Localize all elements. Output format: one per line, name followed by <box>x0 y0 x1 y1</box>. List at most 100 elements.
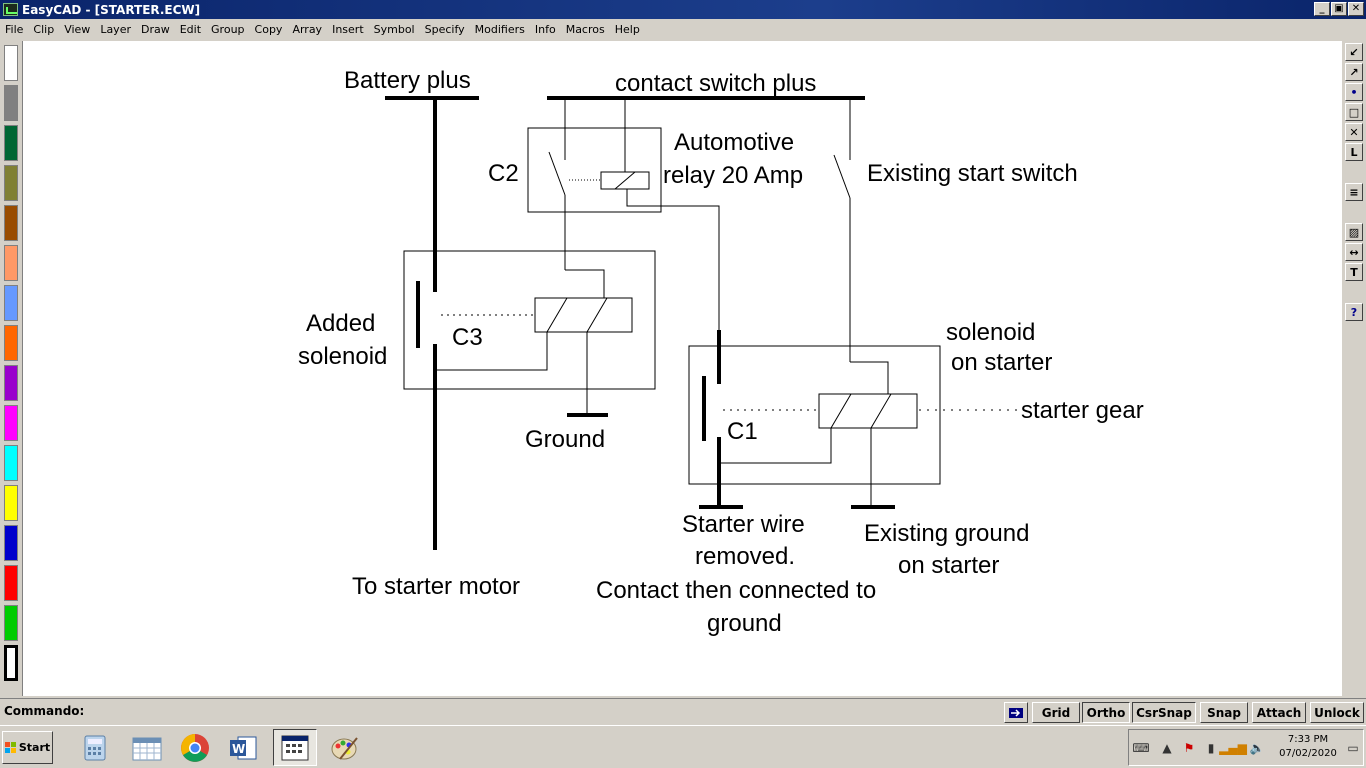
label-starter-gear[interactable]: starter gear <box>1021 397 1144 424</box>
label-to-starter-motor[interactable]: To starter motor <box>352 573 520 600</box>
label-on-starter[interactable]: on starter <box>951 349 1052 376</box>
label-c1[interactable]: C1 <box>727 418 758 445</box>
arrow-right-icon[interactable] <box>1004 702 1028 723</box>
restore-button[interactable]: ▣ <box>1331 2 1347 16</box>
label-automotive[interactable]: Automotive <box>674 129 794 156</box>
label-added[interactable]: Added <box>306 310 375 337</box>
label-solenoid[interactable]: solenoid <box>298 343 387 370</box>
attach-button[interactable]: Attach <box>1252 702 1306 723</box>
layer-icon[interactable]: L <box>1345 143 1363 161</box>
network-icon[interactable]: ▂▄▆ <box>1219 741 1247 755</box>
color-swatch-4[interactable] <box>4 205 18 241</box>
help-icon[interactable]: ? <box>1345 303 1363 321</box>
color-swatch-1[interactable] <box>4 85 18 121</box>
hatch-icon[interactable]: ▨ <box>1345 223 1363 241</box>
label-existing-ground[interactable]: Existing ground <box>864 520 1029 547</box>
color-swatch-2[interactable] <box>4 125 18 161</box>
point-icon[interactable]: • <box>1345 83 1363 101</box>
grid-button[interactable]: Grid <box>1032 702 1080 723</box>
menu-insert[interactable]: Insert <box>332 22 364 36</box>
calculator-icon[interactable] <box>73 729 117 766</box>
volume-icon[interactable]: 🔈 <box>1249 741 1265 755</box>
dimension-icon[interactable]: ↔ <box>1345 243 1363 261</box>
added-solenoid-coil[interactable] <box>534 297 633 333</box>
chrome-icon[interactable] <box>173 729 217 766</box>
relay-box[interactable] <box>527 127 662 213</box>
starter-solenoid-box[interactable] <box>688 345 941 485</box>
color-swatch-0[interactable] <box>4 45 18 81</box>
unlock-button[interactable]: Unlock <box>1310 702 1364 723</box>
menu-view[interactable]: View <box>64 22 91 36</box>
rectangle-icon[interactable]: □ <box>1345 103 1363 121</box>
easycad-icon[interactable] <box>273 729 317 766</box>
label-starter-wire[interactable]: Starter wire <box>682 511 805 538</box>
start-button[interactable]: Start <box>2 731 53 764</box>
color-swatch-11[interactable] <box>4 485 18 521</box>
menu-info[interactable]: Info <box>534 22 556 36</box>
starter-solenoid-coil[interactable] <box>818 393 918 429</box>
chevron-up-icon[interactable]: ▲ <box>1162 741 1172 755</box>
menu-layer[interactable]: Layer <box>100 22 131 36</box>
c1-coil-slash-1 <box>830 393 852 429</box>
label-contact-connected[interactable]: Contact then connected to <box>596 577 876 604</box>
line-up-right-icon[interactable]: ↗ <box>1345 63 1363 81</box>
menu-clip[interactable]: Clip <box>33 22 55 36</box>
close-button[interactable]: ✕ <box>1348 2 1364 16</box>
color-swatch-10[interactable] <box>4 445 18 481</box>
csrsnap-button[interactable]: CsrSnap <box>1132 702 1196 723</box>
text-icon[interactable]: T <box>1345 263 1363 281</box>
ortho-button[interactable]: Ortho <box>1082 702 1130 723</box>
menu-edit[interactable]: Edit <box>179 22 202 36</box>
color-swatch-15[interactable] <box>4 645 18 681</box>
cross-icon[interactable]: ✕ <box>1345 123 1363 141</box>
label-solenoid-starter[interactable]: solenoid <box>946 319 1035 346</box>
relay-coil[interactable] <box>600 171 650 190</box>
label-relay-20-amp[interactable]: relay 20 Amp <box>663 162 803 189</box>
drawing-canvas[interactable]: Battery plus contact switch plus Automot… <box>22 41 1342 696</box>
label-existing-ground-on-starter[interactable]: on starter <box>898 552 999 579</box>
label-contact-switch-plus[interactable]: contact switch plus <box>615 70 816 97</box>
clock[interactable]: 7:33 PM 07/02/2020 <box>1275 733 1341 761</box>
menu-file[interactable]: File <box>5 22 24 36</box>
menu-copy[interactable]: Copy <box>254 22 283 36</box>
menu-array[interactable]: Array <box>292 22 323 36</box>
label-c2[interactable]: C2 <box>488 160 519 187</box>
paint-icon[interactable] <box>323 729 367 766</box>
c2-contact[interactable] <box>548 151 566 196</box>
menu-symbol[interactable]: Symbol <box>373 22 415 36</box>
color-swatch-6[interactable] <box>4 285 18 321</box>
color-swatch-7[interactable] <box>4 325 18 361</box>
color-swatch-9[interactable] <box>4 405 18 441</box>
label-c3[interactable]: C3 <box>452 324 483 351</box>
color-swatch-3[interactable] <box>4 165 18 201</box>
menu-help[interactable]: Help <box>614 22 640 36</box>
start-switch-contact[interactable] <box>833 154 851 199</box>
color-swatch-8[interactable] <box>4 365 18 401</box>
added-solenoid-box[interactable] <box>403 250 656 390</box>
menu-draw[interactable]: Draw <box>140 22 170 36</box>
color-swatch-5[interactable] <box>4 245 18 281</box>
lines-icon[interactable]: ≡ <box>1345 183 1363 201</box>
easycad-app-icon[interactable] <box>3 3 18 16</box>
calendar-icon[interactable] <box>125 729 169 766</box>
color-swatch-12[interactable] <box>4 525 18 561</box>
menu-specify[interactable]: Specify <box>424 22 465 36</box>
label-ground-note[interactable]: ground <box>707 610 782 637</box>
power-icon[interactable]: ▮ <box>1207 741 1215 755</box>
label-removed[interactable]: removed. <box>695 543 795 570</box>
minimize-button[interactable]: _ <box>1314 2 1330 16</box>
menu-macros[interactable]: Macros <box>565 22 605 36</box>
label-existing-start-switch[interactable]: Existing start switch <box>867 160 1078 187</box>
show-desktop-icon[interactable]: ▭ <box>1347 741 1359 755</box>
snap-button[interactable]: Snap <box>1200 702 1248 723</box>
color-swatch-14[interactable] <box>4 605 18 641</box>
line-down-left-icon[interactable]: ↙ <box>1345 43 1363 61</box>
menu-modifiers[interactable]: Modifiers <box>474 22 525 36</box>
word-icon[interactable]: W <box>221 729 265 766</box>
label-ground[interactable]: Ground <box>525 426 605 453</box>
menu-group[interactable]: Group <box>211 22 245 36</box>
label-battery-plus[interactable]: Battery plus <box>344 67 471 94</box>
keyboard-icon[interactable]: ⌨ <box>1132 741 1150 755</box>
action-center-icon[interactable]: ⚑ <box>1183 741 1195 755</box>
color-swatch-13[interactable] <box>4 565 18 601</box>
